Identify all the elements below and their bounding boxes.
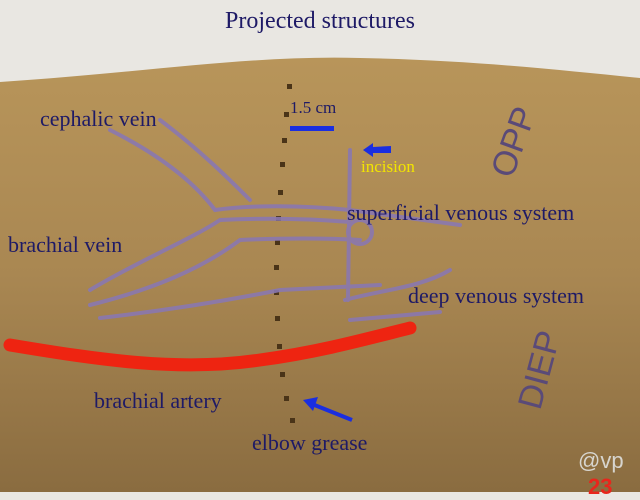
slide-number: 23 [588,474,613,499]
label-brachial-artery: brachial artery [94,388,222,413]
watermark: @vp [578,448,624,473]
vein-drawings [88,118,462,322]
label-superficial-venous-system: superficial venous system [347,200,575,225]
scale-bar [290,126,334,131]
incision-arrow [363,143,391,157]
elbow-arrow [303,397,353,422]
label-brachial-vein: brachial vein [8,232,123,257]
brachial-artery-line [3,321,417,372]
label-scale: 1.5 cm [290,98,337,117]
label-deep-venous-system: deep venous system [408,283,584,308]
label-incision: incision [361,157,415,176]
label-elbow-grease: elbow grease [252,430,368,455]
slide-title: Projected structures [225,8,415,34]
label-cephalic-vein: cephalic vein [40,106,157,131]
arm-skin [0,57,640,492]
